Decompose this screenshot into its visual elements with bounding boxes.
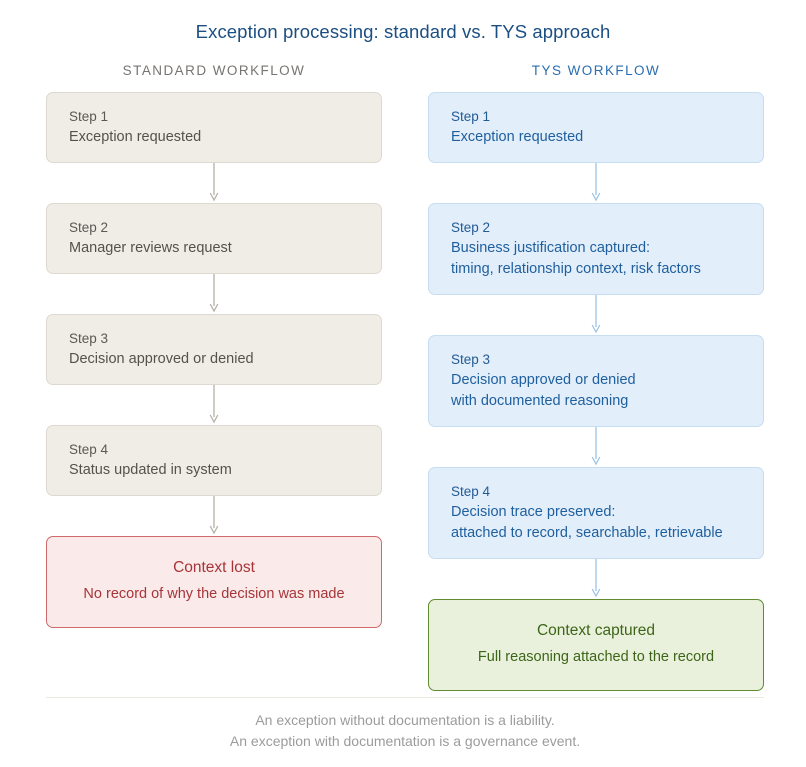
step-description: Decision approved or denied bbox=[451, 372, 636, 388]
step-description: attached to record, searchable, retrieva… bbox=[451, 525, 723, 541]
connector-arrow-tys-3 bbox=[428, 427, 764, 467]
connector-arrow-standard-4 bbox=[46, 496, 382, 536]
column-header-standard: STANDARD WORKFLOW bbox=[122, 63, 306, 78]
arrow-down-icon bbox=[591, 295, 601, 334]
tys-step-3: Step 3 Decision approved or denied with … bbox=[428, 335, 764, 427]
connector-arrow-tys-1 bbox=[428, 163, 764, 203]
step-label: Step 3 bbox=[69, 331, 109, 346]
connector-arrow-tys-2 bbox=[428, 295, 764, 335]
tys-step-4: Step 4 Decision trace preserved: attache… bbox=[428, 467, 764, 559]
tys-step-2: Step 2 Business justification captured: … bbox=[428, 203, 764, 295]
column-standard: STANDARD WORKFLOW Step 1 Exception reque… bbox=[46, 62, 382, 691]
footer-text: An exception without documentation is a … bbox=[46, 710, 764, 752]
step-description: Business justification captured: bbox=[451, 240, 651, 256]
outcome-context-lost: Context lost No record of why the decisi… bbox=[46, 536, 382, 628]
outcome-title: Context lost bbox=[173, 559, 255, 576]
step-label: Step 2 bbox=[69, 220, 109, 235]
page-title: Exception processing: standard vs. TYS a… bbox=[195, 21, 611, 42]
footer-line-2: An exception with documentation is a gov… bbox=[229, 733, 581, 749]
arrow-down-icon bbox=[209, 385, 219, 424]
step-description: with documented reasoning bbox=[451, 393, 629, 409]
step-label: Step 4 bbox=[69, 442, 109, 457]
step-description: Manager reviews request bbox=[69, 240, 232, 256]
arrow-down-icon bbox=[209, 496, 219, 535]
step-description: timing, relationship context, risk facto… bbox=[451, 261, 701, 277]
footer-divider bbox=[46, 697, 764, 698]
workflow-columns: STANDARD WORKFLOW Step 1 Exception reque… bbox=[46, 62, 764, 691]
arrow-down-icon bbox=[591, 559, 601, 598]
column-tys: TYS WORKFLOW Step 1 Exception requested … bbox=[428, 62, 764, 691]
standard-step-3: Step 3 Decision approved or denied bbox=[46, 314, 382, 385]
step-description: Exception requested bbox=[451, 129, 584, 145]
outcome-subtitle: Full reasoning attached to the record bbox=[477, 649, 715, 665]
connector-arrow-tys-4 bbox=[428, 559, 764, 599]
standard-step-1: Step 1 Exception requested bbox=[46, 92, 382, 163]
step-label: Step 1 bbox=[69, 109, 109, 124]
standard-step-4: Step 4 Status updated in system bbox=[46, 425, 382, 496]
arrow-down-icon bbox=[591, 163, 601, 202]
step-label: Step 3 bbox=[451, 352, 491, 367]
step-label: Step 1 bbox=[451, 109, 491, 124]
connector-arrow-standard-1 bbox=[46, 163, 382, 203]
tys-step-1: Step 1 Exception requested bbox=[428, 92, 764, 163]
step-description: Status updated in system bbox=[69, 462, 232, 478]
connector-arrow-standard-2 bbox=[46, 274, 382, 314]
outcome-context-captured: Context captured Full reasoning attached… bbox=[428, 599, 764, 691]
step-description: Decision trace preserved: bbox=[451, 504, 616, 520]
footer: An exception without documentation is a … bbox=[46, 697, 764, 752]
footer-line-1: An exception without documentation is a … bbox=[255, 712, 555, 728]
step-description: Exception requested bbox=[69, 129, 202, 145]
outcome-subtitle: No record of why the decision was made bbox=[83, 586, 345, 602]
arrow-down-icon bbox=[209, 163, 219, 202]
step-label: Step 2 bbox=[451, 220, 491, 235]
column-header-tys: TYS WORKFLOW bbox=[531, 63, 661, 78]
connector-arrow-standard-3 bbox=[46, 385, 382, 425]
standard-step-2: Step 2 Manager reviews request bbox=[46, 203, 382, 274]
arrow-down-icon bbox=[591, 427, 601, 466]
step-label: Step 4 bbox=[451, 484, 491, 499]
step-description: Decision approved or denied bbox=[69, 351, 254, 367]
outcome-title: Context captured bbox=[536, 622, 656, 639]
arrow-down-icon bbox=[209, 274, 219, 313]
